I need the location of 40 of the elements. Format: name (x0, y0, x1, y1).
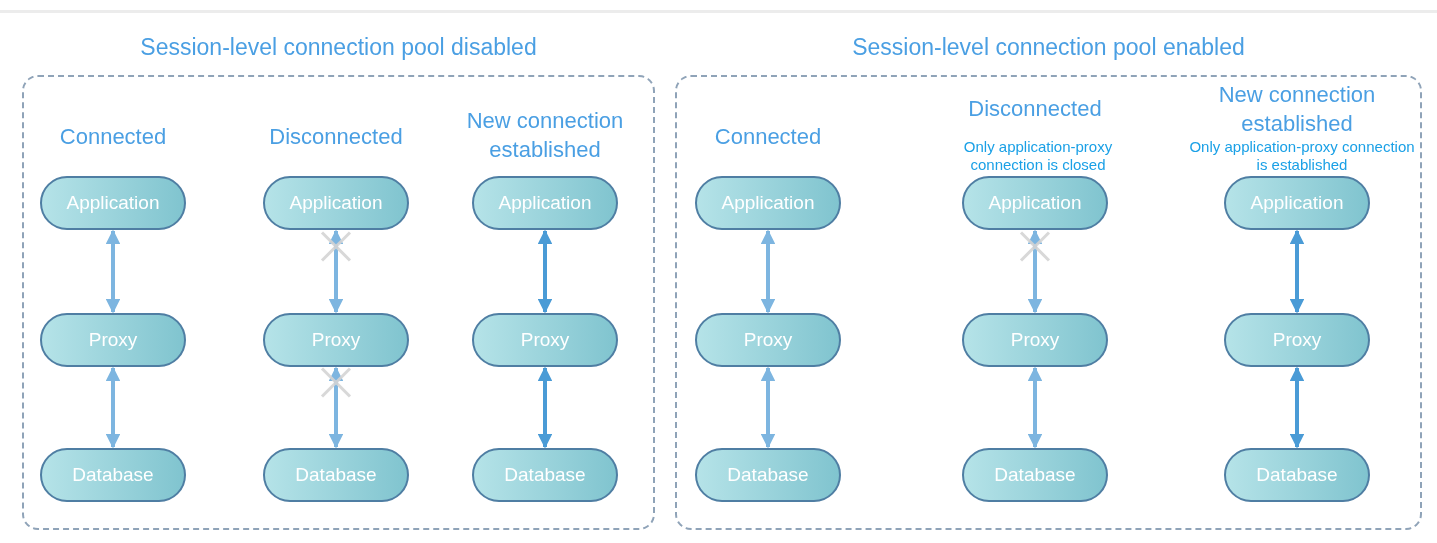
rounded-node: Proxy (40, 313, 186, 367)
rounded-node: Application (40, 176, 186, 230)
column-heading: Disconnected (967, 95, 1103, 123)
column-heading: Connected (58, 123, 168, 151)
column-heading: Disconnected (268, 123, 404, 151)
rounded-node: Application (472, 176, 618, 230)
rounded-node: Application (1224, 176, 1370, 230)
double-arrow (328, 229, 344, 314)
double-arrow (1289, 366, 1305, 449)
rounded-node: Database (1224, 448, 1370, 502)
double-arrow (105, 229, 121, 314)
panel-title: Session-level connection pool disabled (139, 33, 538, 62)
column-heading: New connection established (1217, 81, 1377, 138)
rounded-node: Proxy (263, 313, 409, 367)
rounded-node: Database (695, 448, 841, 502)
rounded-node: Application (962, 176, 1108, 230)
panel-title: Session-level connection pool enabled (851, 33, 1246, 62)
double-arrow (105, 366, 121, 449)
double-arrow (760, 366, 776, 449)
column-note: Only application-proxy connection is established (1188, 138, 1416, 174)
rounded-node: Database (962, 448, 1108, 502)
rounded-node: Database (263, 448, 409, 502)
rounded-node: Database (40, 448, 186, 502)
rounded-node: Proxy (695, 313, 841, 367)
column-heading: New connection established (465, 107, 625, 164)
double-arrow (537, 229, 553, 314)
column-heading: Connected (713, 123, 823, 151)
rounded-node: Proxy (962, 313, 1108, 367)
double-arrow (1289, 229, 1305, 314)
double-arrow (1027, 229, 1043, 314)
double-arrow (760, 229, 776, 314)
rounded-node: Database (472, 448, 618, 502)
double-arrow (537, 366, 553, 449)
rounded-node: Application (695, 176, 841, 230)
double-arrow (328, 366, 344, 449)
rounded-node: Proxy (472, 313, 618, 367)
column-note: Only application-proxy connection is closed (962, 138, 1114, 174)
rounded-node: Application (263, 176, 409, 230)
double-arrow (1027, 366, 1043, 449)
rounded-node: Proxy (1224, 313, 1370, 367)
